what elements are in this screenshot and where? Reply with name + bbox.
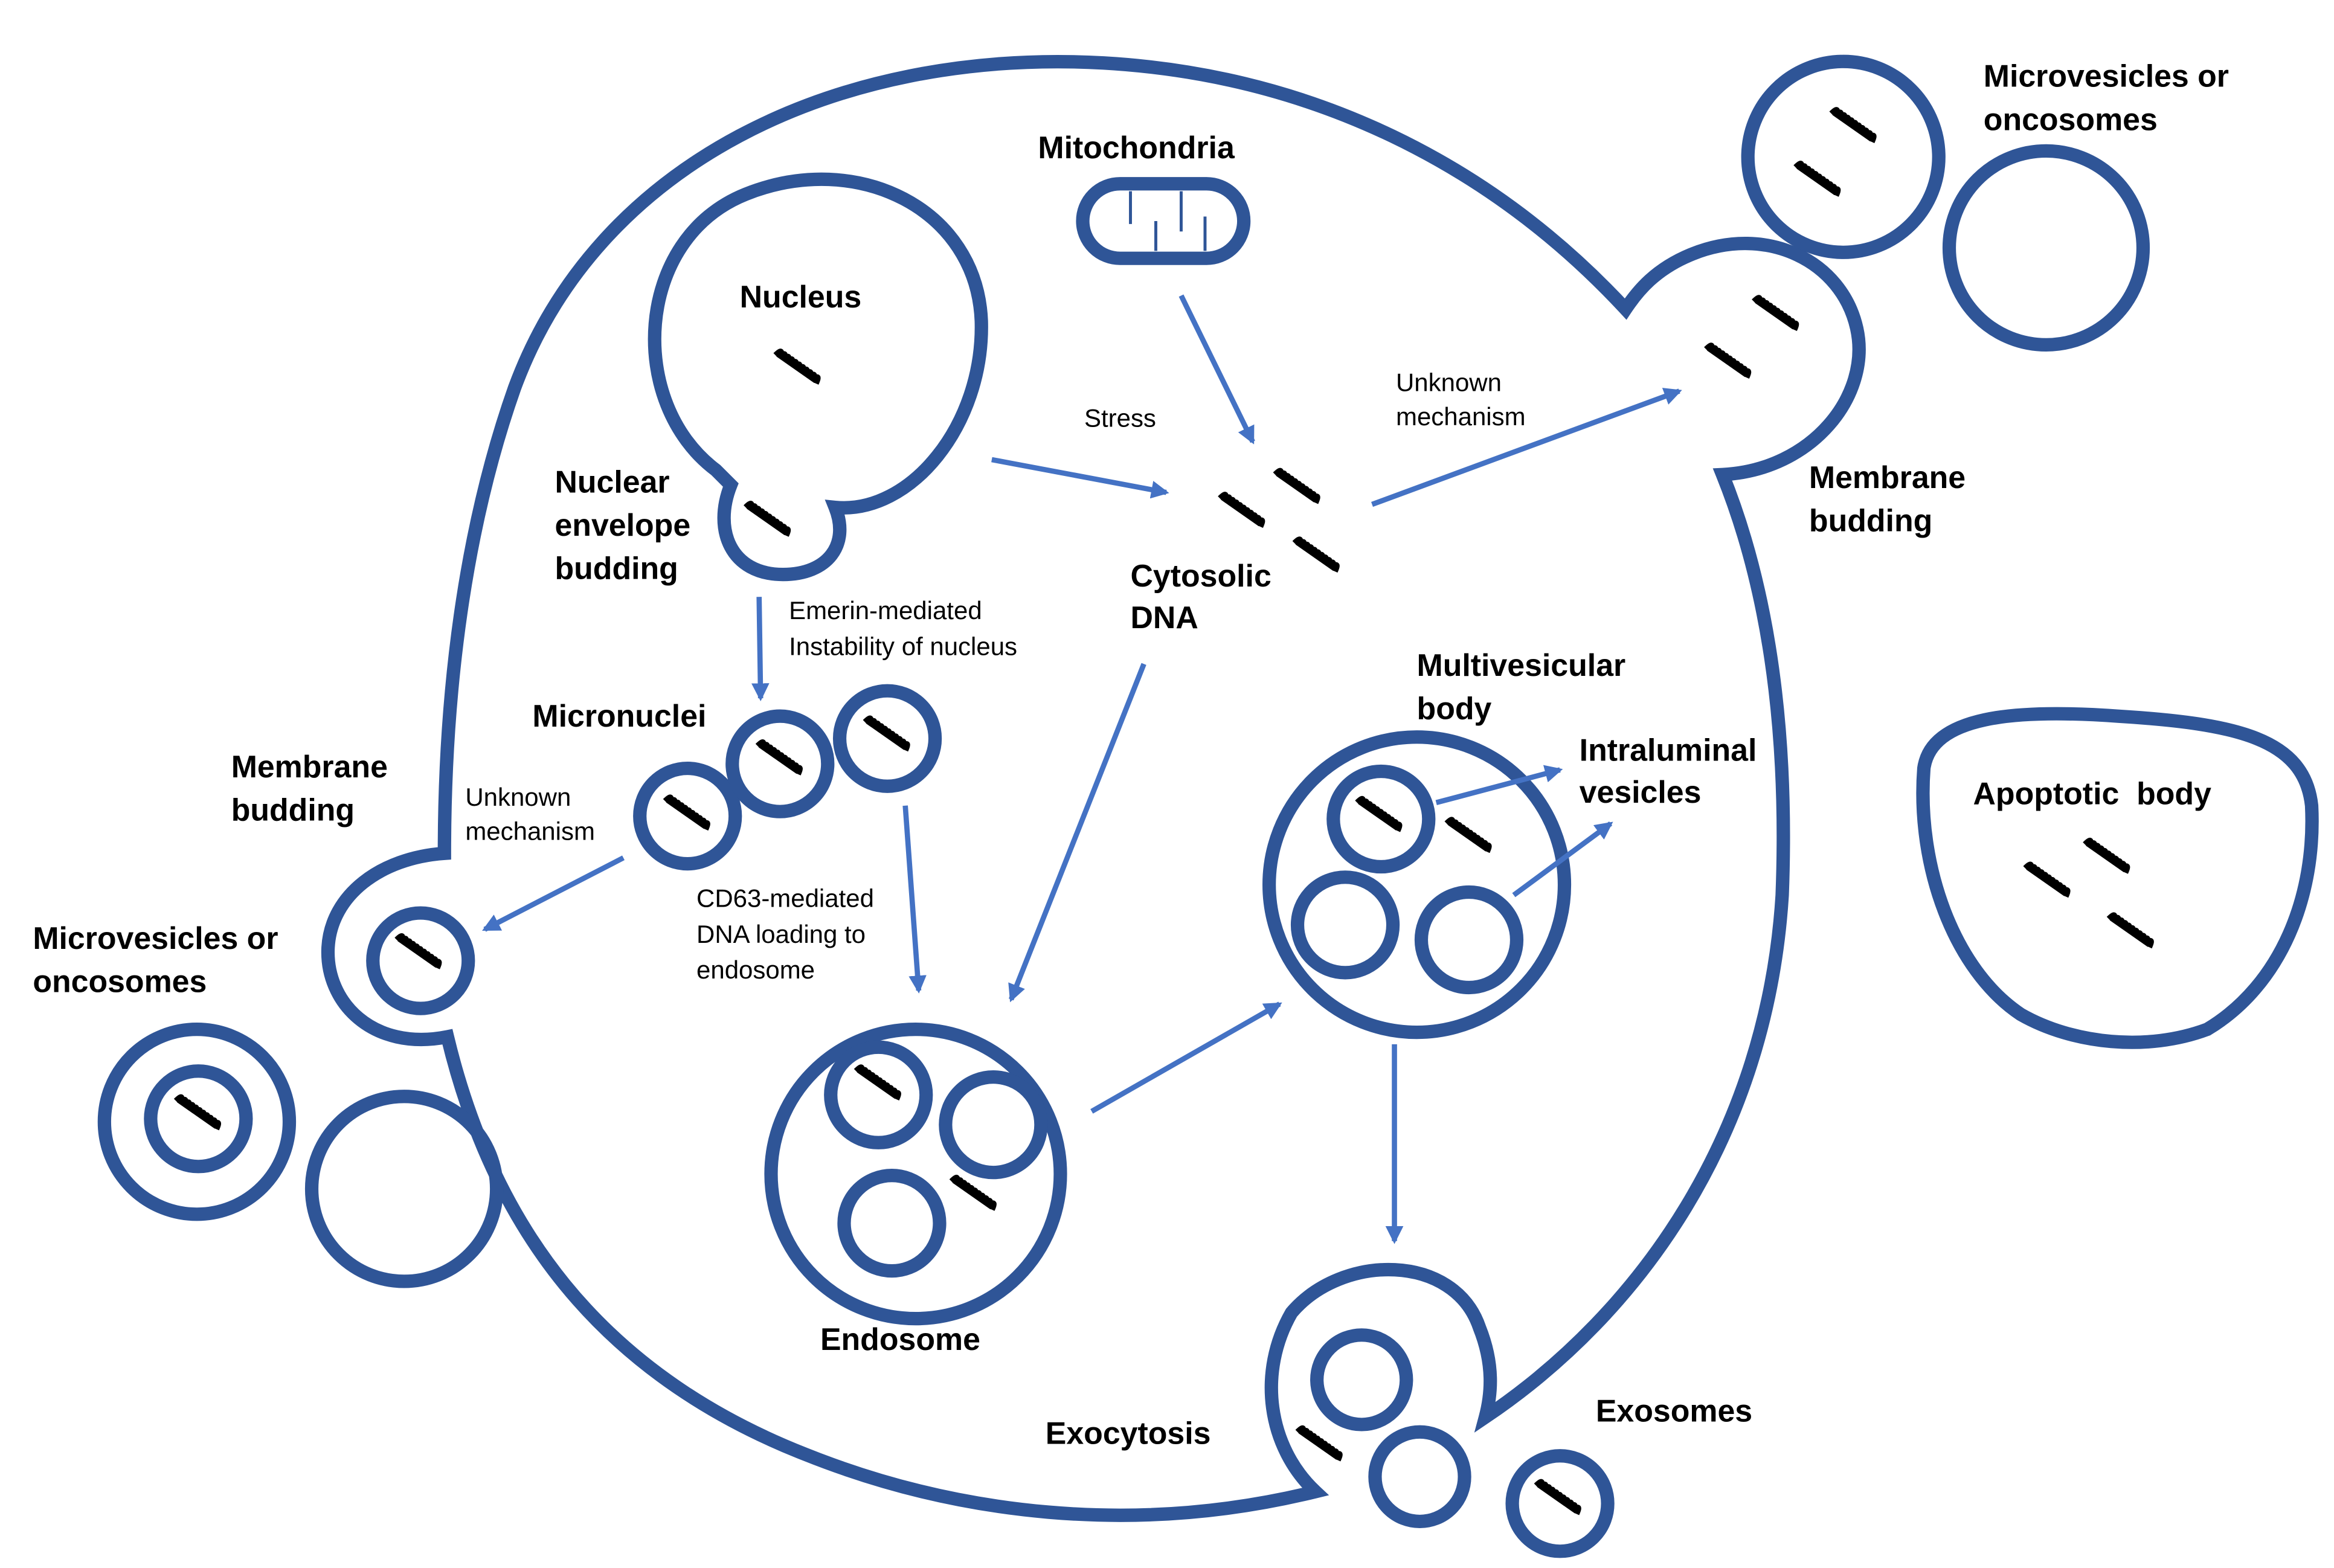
- label-multivesicular-body: Multivesicular body: [1417, 647, 1635, 726]
- label-exosomes: Exosomes: [1596, 1393, 1752, 1428]
- mvb-vesicle-1: [1326, 764, 1436, 874]
- dna-icon: [1796, 162, 1839, 196]
- dna-icon: [1706, 344, 1750, 378]
- label-membrane-budding-left: Membrane budding: [231, 749, 397, 827]
- label-nuclear-envelope-budding: Nuclear envelope budding: [555, 464, 699, 585]
- dna-icon: [397, 935, 440, 968]
- dna-icon: [1297, 1427, 1341, 1460]
- micronucleus-1: [633, 761, 742, 871]
- label-nucleus: Nucleus: [740, 279, 862, 314]
- dna-icon: [746, 503, 789, 536]
- arrow-mito-to-cytosolic: [1178, 294, 1255, 445]
- label-intraluminal-vesicles: Intraluminal vesicles: [1580, 733, 1766, 809]
- mvb-vesicle-2: [1290, 870, 1400, 980]
- label-mitochondria: Mitochondria: [1038, 130, 1235, 165]
- arrow-endosome-to-mvb: [1090, 1001, 1282, 1114]
- dna-icon: [757, 741, 801, 774]
- label-microvesicles-top: Microvesicles or oncosomes: [1984, 59, 2238, 137]
- arrow-mvb-to-ilv-1: [1435, 765, 1563, 806]
- label-unknown-mechanism-top: Unknown mechanism: [1396, 368, 1526, 431]
- apoptotic-body: [1916, 707, 2319, 1049]
- dna-icon: [1294, 538, 1338, 571]
- label-exocytosis: Exocytosis: [1046, 1416, 1211, 1451]
- dna-icon: [1447, 818, 1490, 852]
- dna-icon: [2025, 863, 2069, 896]
- label-cytosolic-dna: Cytosolic DNA: [1131, 558, 1281, 635]
- nucleus-membrane: [648, 172, 988, 582]
- endosome-vesicle-2: [939, 1070, 1048, 1180]
- microvesicle-left-2: [304, 1090, 504, 1288]
- arrow-cytosolic-to-endosome: [1008, 663, 1146, 1003]
- mitochondria-organelle: [1076, 177, 1251, 265]
- label-membrane-budding-right: Membrane budding: [1809, 460, 1975, 538]
- dna-icon: [2109, 914, 2152, 947]
- dna-icon: [865, 717, 908, 750]
- arrow-mvb-to-ilv-2: [1512, 821, 1613, 898]
- exosome-vesicle: [1505, 1449, 1615, 1558]
- microvesicle-left-1: [97, 1023, 297, 1221]
- arrow-micronuclei-to-endosome: [902, 805, 927, 994]
- microvesicle-top-2: [1942, 144, 2150, 352]
- exocytosis-vesicle-1: [1310, 1328, 1413, 1431]
- dna-icon: [1357, 798, 1401, 831]
- endosome-vesicle-1: [824, 1040, 933, 1149]
- label-emerin: Emerin-mediated Instability of nucleus: [789, 596, 1017, 660]
- mvb-vesicle-3: [1414, 885, 1524, 995]
- dna-icon: [665, 796, 709, 829]
- dna-icon: [1754, 297, 1798, 330]
- label-unknown-mechanism-left: Unknown mechanism: [465, 783, 595, 846]
- micronucleus-3: [832, 684, 942, 793]
- endosome-membrane: [764, 1023, 1067, 1326]
- dna-icon: [1220, 493, 1264, 527]
- dna-icon: [856, 1066, 899, 1099]
- label-endosome: Endosome: [820, 1322, 980, 1357]
- label-cd63: CD63-mediated DNA loading to endosome: [696, 884, 881, 985]
- mvb-membrane: [1262, 730, 1572, 1039]
- budding-vesicle-left: [366, 906, 475, 1015]
- dna-icon: [176, 1096, 219, 1129]
- label-apoptotic-body: Apoptotic body: [1973, 776, 2211, 811]
- arrow-nucleus-to-cytosolic: [991, 457, 1169, 499]
- microvesicle-top-1: [1741, 54, 1946, 259]
- dna-icon: [951, 1177, 995, 1210]
- endosome-vesicle-3: [837, 1169, 947, 1278]
- arrow-micronuclei-to-bud: [482, 855, 625, 932]
- exocytosis-vesicle-2: [1368, 1425, 1471, 1529]
- label-microvesicles-left: Microvesicles or oncosomes: [33, 921, 287, 999]
- dna-icon: [1831, 109, 1875, 142]
- label-stress: Stress: [1084, 404, 1156, 432]
- microvesicle-left-inner: [144, 1064, 253, 1174]
- dna-icon: [2085, 840, 2129, 873]
- cell-membrane: [321, 55, 1866, 1522]
- dna-icon: [776, 350, 819, 384]
- arrow-nucleus-to-micronuclei: [751, 597, 770, 701]
- dna-icon: [1536, 1481, 1580, 1514]
- micronucleus-2: [725, 709, 835, 818]
- dna-icon: [1275, 470, 1319, 503]
- arrow-cytosolic-to-budding: [1371, 388, 1682, 507]
- label-micronuclei: Micronuclei: [532, 698, 706, 733]
